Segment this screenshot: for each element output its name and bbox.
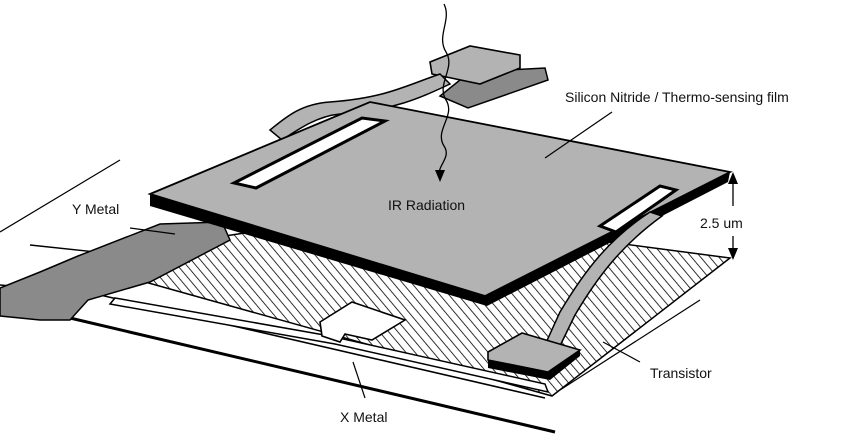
label-y-metal: Y Metal [72, 201, 119, 217]
x-metal-line [108, 297, 550, 394]
label-gap: 2.5 um [700, 215, 743, 231]
label-transistor: Transistor [650, 365, 712, 381]
membrane [147, 101, 733, 306]
label-ir-radiation: IR Radiation [388, 197, 465, 213]
leader-lines [129, 111, 641, 399]
label-silicon-nitride: Silicon Nitride / Thermo-sensing film [565, 89, 789, 105]
ir-radiation-arrow [435, 3, 450, 182]
right-support-leg [487, 211, 664, 380]
right-slot [596, 184, 680, 234]
label-x-metal: X Metal [340, 409, 387, 425]
y-metal-line [0, 221, 231, 321]
left-slot [229, 116, 390, 190]
x-metal-tab [319, 301, 407, 343]
gap-dimension [728, 172, 738, 260]
